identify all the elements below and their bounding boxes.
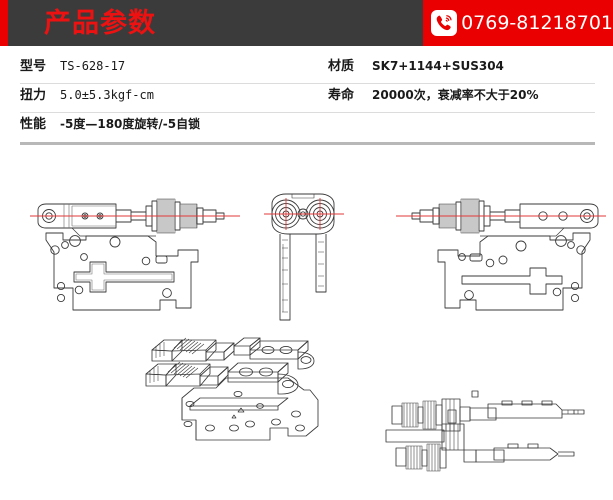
- spec-table-bottom-rule: [20, 142, 595, 145]
- spec-grid: 型号 TS-628-17 材质 SK7+1144+SUS304 扭力 5.0±5…: [20, 55, 595, 142]
- spec-table: 型号 TS-628-17 材质 SK7+1144+SUS304 扭力 5.0±5…: [20, 55, 595, 145]
- hinge-end-view: [264, 188, 344, 328]
- spec-value-torque: 5.0±5.3kgf-cm: [60, 88, 154, 102]
- phone-number: 0769-81218701: [461, 12, 613, 34]
- spec-label-torque: 扭力: [20, 88, 47, 103]
- left-hinge-side-view: [28, 188, 258, 328]
- spec-value-life: 20000次，衰减率不大于20%: [372, 88, 539, 102]
- spec-value-performance: -5度—180度旋转/-5自锁: [60, 117, 201, 131]
- spec-row-performance: 性能 -5度—180度旋转/-5自锁: [20, 113, 320, 142]
- spec-row-life: 寿命 20000次，衰减率不大于20%: [320, 84, 595, 113]
- hinge-pair-plan-view: [378, 388, 594, 493]
- right-hinge-side-view: [378, 188, 608, 328]
- spec-value-material: SK7+1144+SUS304: [372, 59, 504, 73]
- spec-row-model: 型号 TS-628-17: [20, 55, 320, 84]
- spec-label-performance: 性能: [20, 117, 47, 132]
- spec-row-empty: [320, 113, 595, 142]
- header-title-container: 产品参数: [8, 0, 423, 46]
- phone-call-icon: [431, 10, 458, 36]
- spec-row-torque: 扭力 5.0±5.3kgf-cm: [20, 84, 320, 113]
- spec-label-life: 寿命: [328, 88, 355, 103]
- drawings-area: [0, 160, 613, 500]
- header-contact[interactable]: 0769-81218701: [423, 0, 613, 46]
- page-header: 产品参数 0769-81218701: [0, 0, 613, 46]
- spec-value-model: TS-628-17: [60, 59, 126, 73]
- page-title: 产品参数: [44, 7, 156, 39]
- spec-label-material: 材质: [328, 59, 355, 74]
- hinge-pair-isometric-view: [138, 328, 338, 458]
- header-accent-bar: [0, 0, 8, 46]
- spec-label-model: 型号: [20, 59, 47, 74]
- spec-row-material: 材质 SK7+1144+SUS304: [320, 55, 595, 84]
